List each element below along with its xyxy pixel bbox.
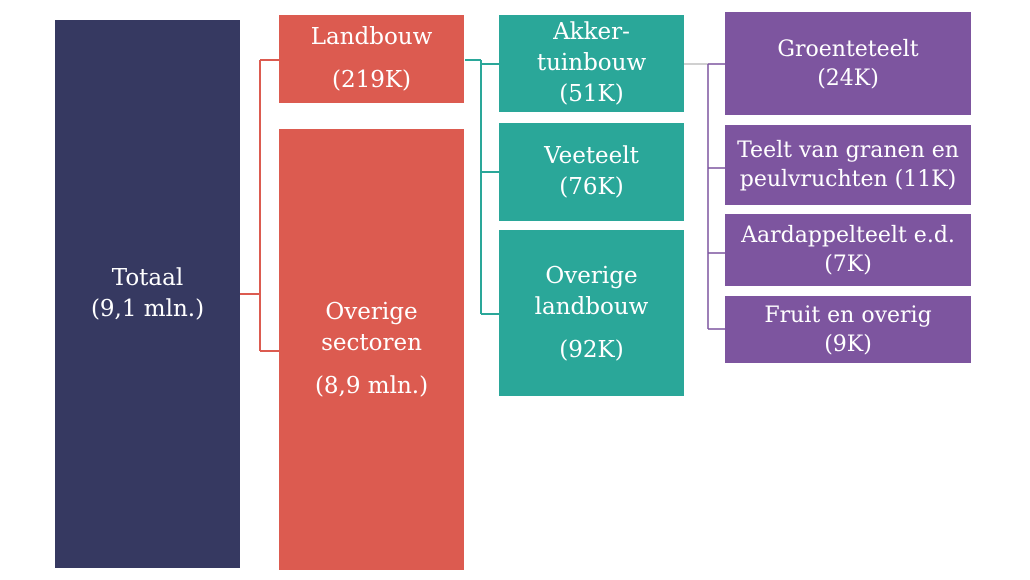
node-fruit-overig: Fruit en overig (9K) <box>725 296 971 363</box>
node-overige-sectoren: Overige sectoren (8,9 mln.) <box>279 129 464 570</box>
connector-akker <box>684 63 725 330</box>
node-akker-value: (51K) <box>559 81 624 107</box>
node-landbouw-value: (219K) <box>331 67 412 93</box>
connector-totaal <box>240 59 279 352</box>
node-veeteelt-label: Veeteelt <box>544 143 639 169</box>
node-akker-tuinbouw: Akker- tuinbouw (51K) <box>499 15 684 112</box>
node-overige-sectoren-value: (8,9 mln.) <box>314 373 429 399</box>
node-overige-sectoren-label-2: sectoren <box>321 330 422 356</box>
node-veeteelt-value: (76K) <box>559 174 624 200</box>
node-fruit-value: (9K) <box>824 331 872 357</box>
node-veeteelt: Veeteelt (76K) <box>499 123 684 221</box>
node-granen-label-1: Teelt van granen en <box>737 138 959 163</box>
node-groenteteelt-label: Groenteteelt <box>777 36 919 62</box>
node-overige-landbouw: Overige landbouw (92K) <box>499 230 684 396</box>
node-totaal-value: (9,1 mln.) <box>90 296 205 322</box>
node-totaal-label: Totaal <box>111 265 184 291</box>
node-granen-peulvruchten: Teelt van granen en peulvruchten (11K) <box>725 125 971 205</box>
node-aardappelteelt-label: Aardappelteelt e.d. <box>741 223 955 248</box>
node-groenteteelt: Groenteteelt (24K) <box>725 12 971 115</box>
node-landbouw: Landbouw (219K) <box>279 15 464 103</box>
node-granen-label-2: peulvruchten (11K) <box>739 167 957 192</box>
connector-landbouw <box>465 59 499 315</box>
node-akker-label-1: Akker- <box>553 19 630 45</box>
node-overige-landbouw-value: (92K) <box>559 336 624 363</box>
node-aardappelteelt-value: (7K) <box>824 252 872 277</box>
node-aardappelteelt: Aardappelteelt e.d. (7K) <box>725 214 971 286</box>
node-overige-landbouw-label-1: Overige <box>545 262 638 289</box>
node-overige-landbouw-label-2: landbouw <box>534 293 649 320</box>
node-landbouw-label: Landbouw <box>310 24 433 50</box>
node-fruit-label: Fruit en overig <box>764 302 932 328</box>
node-overige-sectoren-label-1: Overige <box>325 299 418 325</box>
node-akker-label-2: tuinbouw <box>536 50 647 76</box>
node-totaal: Totaal (9,1 mln.) <box>55 20 240 568</box>
node-groenteteelt-value: (24K) <box>817 65 879 91</box>
